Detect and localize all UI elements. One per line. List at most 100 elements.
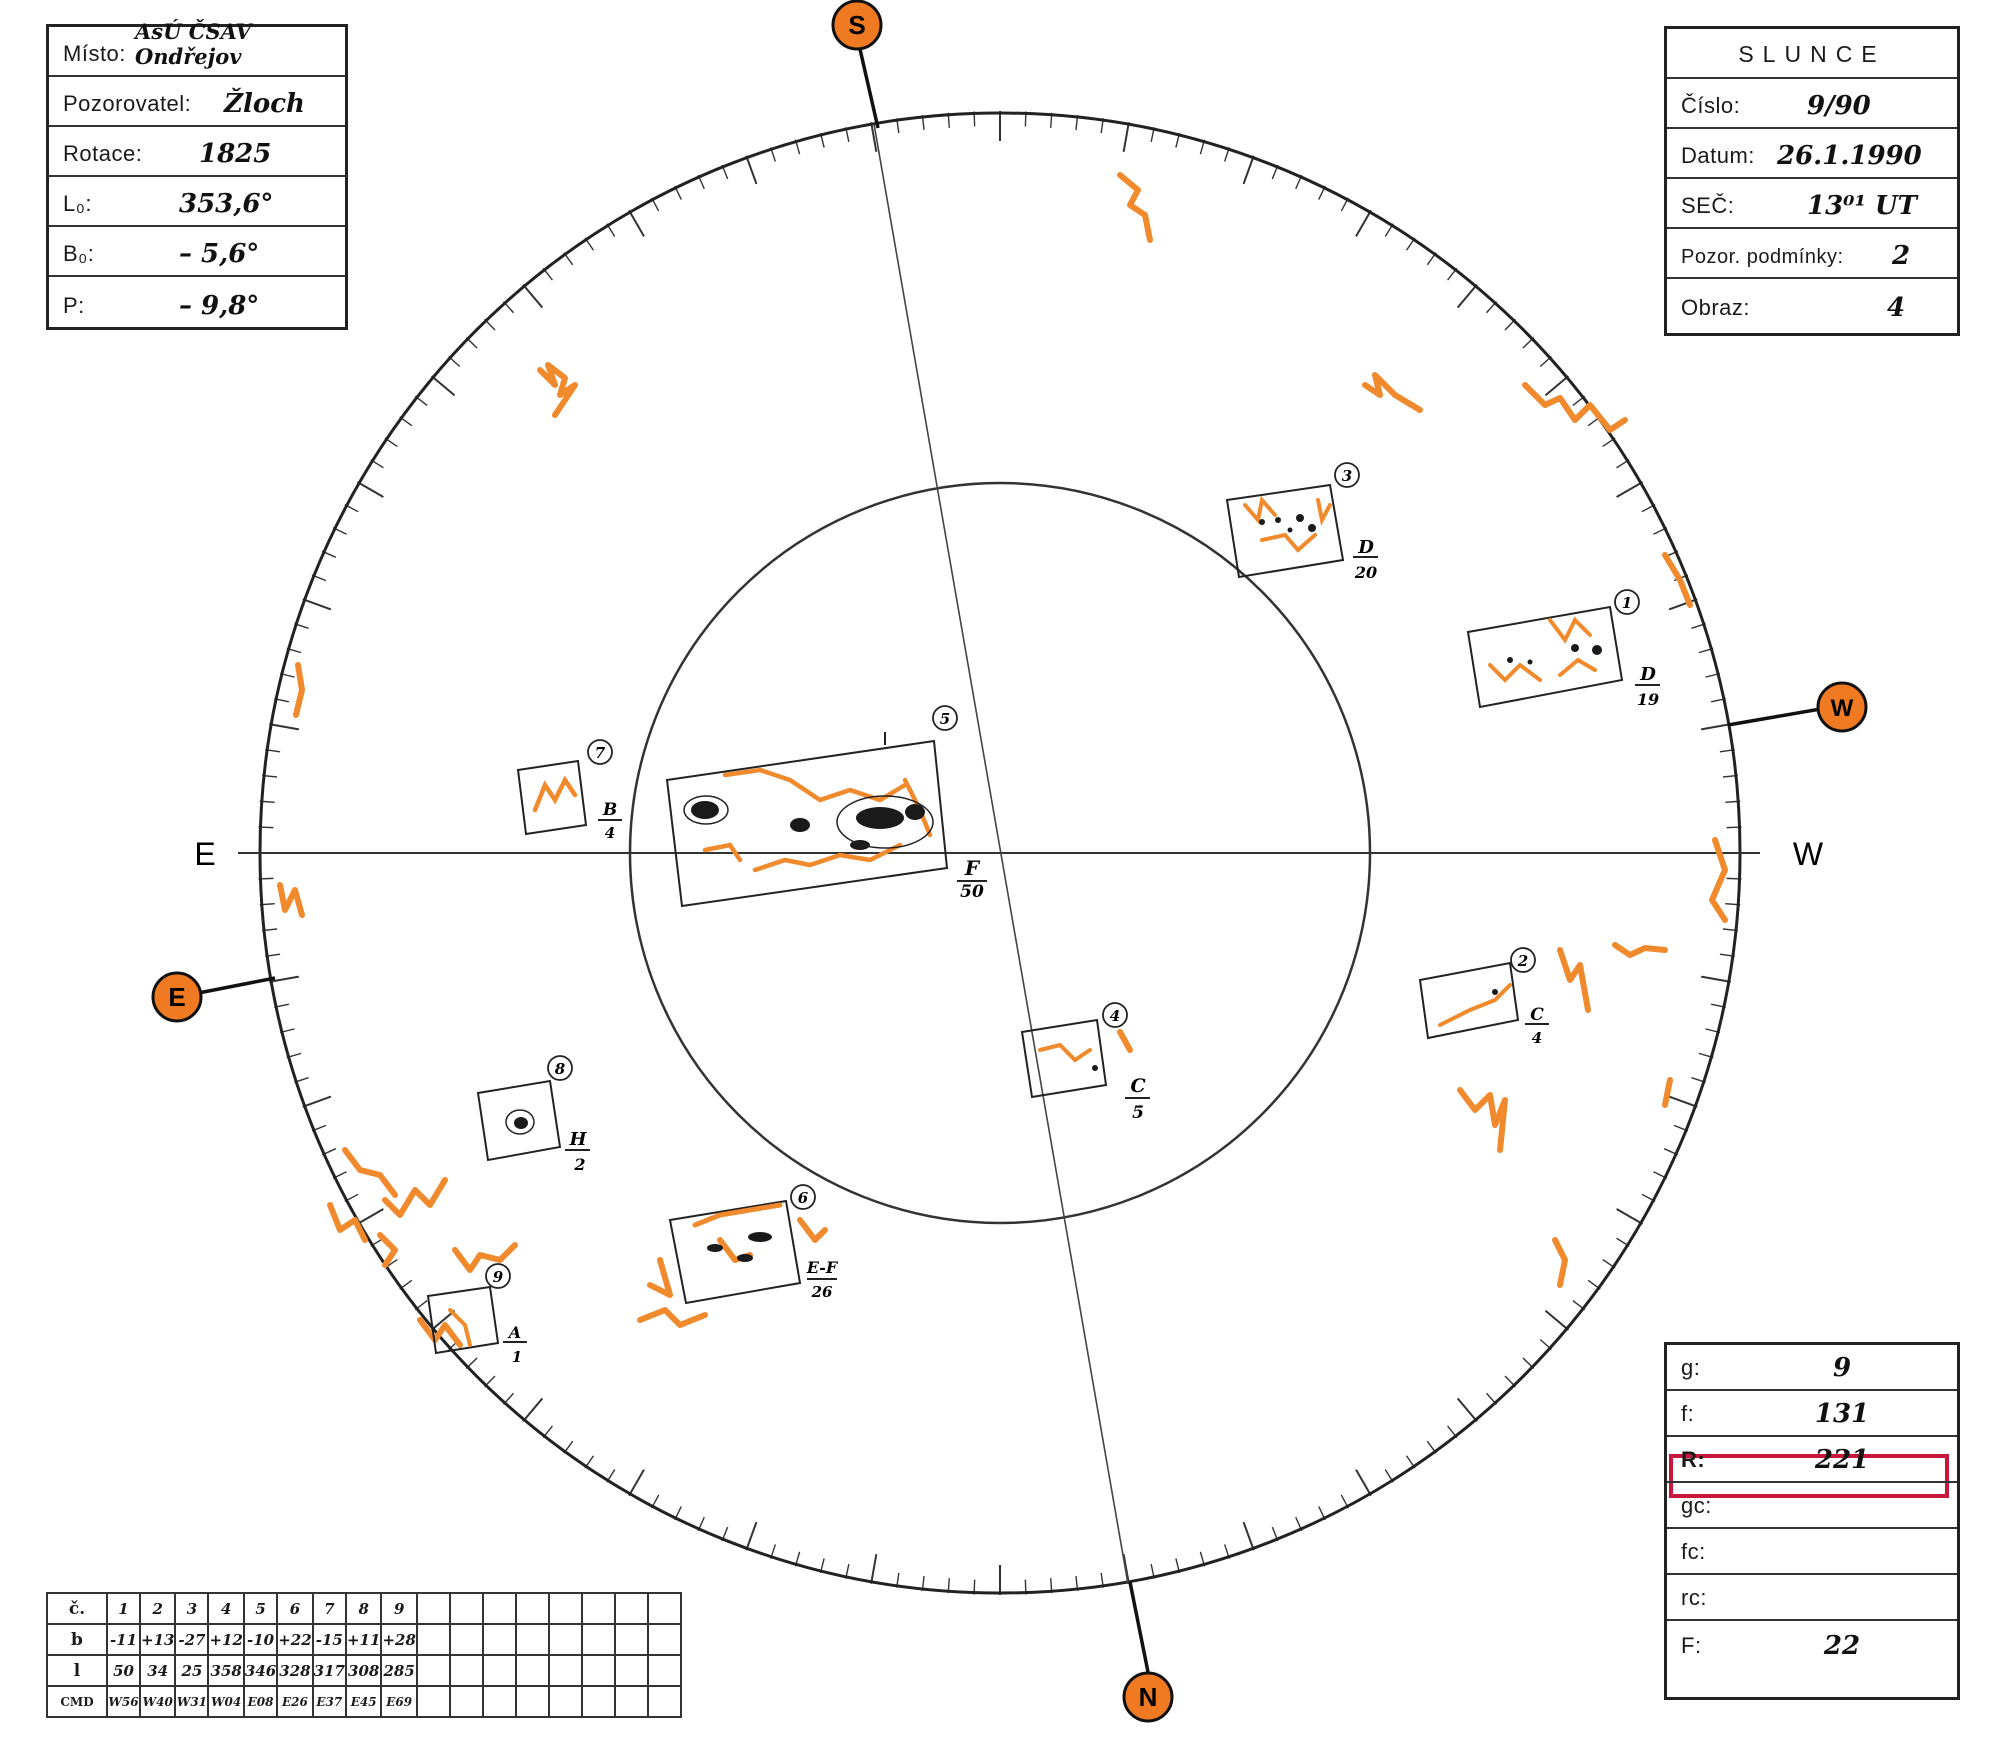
region-cell: W56 [106,1685,141,1718]
group-6-area: 26 [811,1283,833,1301]
region-cell [613,1685,649,1718]
cislo-value: 9/90 [1807,91,1871,121]
region-cell [646,1592,682,1625]
group-3-area: 20 [1354,563,1377,582]
pozor-podminky-label: Pozor. podmínky: [1681,246,1844,268]
limb-tick [356,1208,384,1225]
region-cell: 285 [380,1654,418,1687]
south-marker: S [831,0,883,51]
group-9-number: 9 [493,1268,504,1286]
limb-tick [1668,598,1698,611]
limb-tick [1122,1554,1130,1584]
west-marker: W [1816,681,1868,733]
region-cell [514,1592,550,1625]
region-cell: +12 [207,1623,245,1656]
region-cell [547,1685,583,1718]
region-cell: +11 [344,1623,383,1656]
region-cell: 328 [276,1654,314,1687]
group-1-class: D [1639,664,1656,685]
group-9-area: 1 [512,1348,522,1366]
region-cell: 6 [276,1592,314,1625]
region-cell [415,1623,451,1656]
group-9-class: A [507,1323,521,1342]
region-cell: 34 [138,1654,177,1687]
datum-label: Datum: [1681,143,1755,168]
rotace-label: Rotace: [63,141,143,166]
fc-row: fc: [1667,1529,1957,1575]
region-cell [415,1592,451,1625]
rotace-row: Rotace: 1825 [49,127,345,177]
region-cell [646,1623,682,1656]
region-cell [514,1685,550,1718]
group-7-area: 4 [605,824,615,842]
north-marker-label: N [1139,1682,1158,1712]
limb-tick [628,209,645,237]
region-row-label: b [46,1623,108,1656]
group-6-number: 6 [798,1189,809,1207]
rc-row: rc: [1667,1575,1957,1621]
group-8-area: 2 [573,1155,585,1174]
east-marker: E [151,971,203,1023]
b0-value: – 5,6° [179,239,260,269]
region-cell: 8 [344,1592,383,1625]
sec-row: SEČ: 13⁰¹ UT [1667,179,1957,229]
limb-tick [302,598,332,611]
r-value: 221 [1814,1445,1870,1475]
p-value: – 9,8° [179,291,260,321]
pozorovatel-row: Pozorovatel: Žloch [49,77,345,127]
group-8-class: H [568,1129,587,1150]
region-cell [580,1685,616,1718]
gc-label: gc: [1681,1493,1712,1518]
limb-tick [1701,723,1731,731]
region-row-label: č. [46,1592,108,1625]
obraz-row: Obraz: 4 [1667,279,1957,329]
region-row-label: l [46,1654,108,1687]
region-cell [448,1654,484,1687]
group-3-class: D [1357,537,1374,558]
region-cell: E26 [276,1685,314,1718]
group-4: 4 C 5 [1020,1002,1150,1123]
sec-label: SEČ: [1681,193,1735,218]
r-highlight-frame [1669,1454,1949,1498]
region-cell [448,1592,484,1625]
rotace-value: 1825 [199,139,272,169]
limb-tick [745,1521,758,1551]
region-cell: -11 [106,1623,141,1656]
group-7-number: 7 [595,744,606,762]
group-8-number: 8 [555,1060,566,1078]
r-label: R: [1681,1447,1706,1472]
north-pointer-line [1128,1581,1150,1673]
limb-tick [870,1554,878,1584]
group-9: 9 A 1 [426,1263,527,1366]
region-row-label: CMD [46,1685,108,1718]
limb-tick [870,122,878,152]
b0-label: B₀: [63,241,95,266]
f-row: f: 131 [1667,1391,1957,1437]
limb-tick [269,975,299,983]
limb-tick [1544,375,1570,397]
limb-tick [1616,1208,1644,1225]
region-cell [415,1654,451,1687]
g-label: g: [1681,1355,1701,1380]
region-cell [646,1685,682,1718]
group-3: 3 D 20 [1225,462,1378,582]
limb-tick [1456,1397,1478,1423]
region-cell: 3 [174,1592,210,1625]
region-cell: 5 [242,1592,279,1625]
pozorovatel-label: Pozorovatel: [63,91,192,116]
f-label: f: [1681,1401,1695,1426]
limb-tick [628,1469,645,1497]
sunspot-stats-box: g: 9 f: 131 R: 221 gc: fc: rc: F: 22 [1664,1342,1960,1700]
limb-tick [1668,1095,1698,1108]
F-row: F: 22 [1667,1621,1957,1667]
group-4-area: 5 [1132,1103,1144,1123]
limb-tick [745,155,758,185]
region-cell [415,1685,451,1718]
pozor-podminky-row: Pozor. podmínky: 2 [1667,229,1957,279]
limb-tick [522,1397,544,1423]
